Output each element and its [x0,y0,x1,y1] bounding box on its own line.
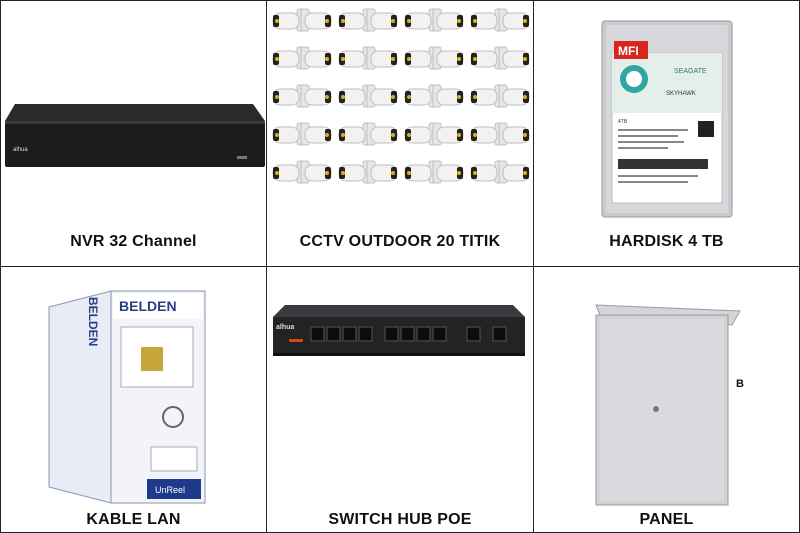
cctv-camera [498,122,530,146]
switch-port [466,326,481,342]
product-card-switch[interactable]: alhua SWITCH HUB POE [267,267,534,532]
cctv-camera [432,160,464,184]
cctv-camera [300,160,332,184]
product-card-panel[interactable]: B PANEL [534,267,799,532]
cctv-camera [470,122,504,146]
nvr-brand-text: alhua [13,147,28,153]
poe-switch-image: alhua [273,305,525,356]
switch-port [342,326,357,342]
cctv-camera [300,46,332,70]
switch-port [432,326,447,342]
cctv-camera [498,46,530,70]
cctv-camera-grid [272,8,530,184]
cctv-camera [498,84,530,108]
cctv-camera [432,46,464,70]
product-card-nvr[interactable]: alhua NVR 32 Channel [1,1,267,267]
product-label-nvr: NVR 32 Channel [70,233,197,250]
cctv-camera [498,8,530,32]
cctv-camera [338,122,372,146]
product-card-cctv[interactable]: CCTV OUTDOOR 20 TITIK [267,1,534,267]
hdd-capacity-text: 4TB [618,119,628,125]
cctv-camera [338,160,372,184]
cctv-camera [404,84,438,108]
switch-port [416,326,431,342]
cctv-camera [300,122,332,146]
cctv-camera [272,160,306,184]
cctv-camera [404,122,438,146]
switch-port [492,326,507,342]
cctv-camera [272,122,306,146]
cctv-camera [404,8,438,32]
cctv-camera [432,84,464,108]
switch-port [310,326,325,342]
cctv-camera [272,46,306,70]
cctv-camera [366,84,398,108]
product-label-switch: SWITCH HUB POE [328,511,472,528]
cctv-camera [470,84,504,108]
cctv-camera [300,84,332,108]
product-card-cable[interactable]: BELDEN BELDEN UnReel KABLE LAN [1,267,267,532]
cctv-camera [470,160,504,184]
cctv-camera [366,122,398,146]
product-label-cctv: CCTV OUTDOOR 20 TITIK [299,233,501,250]
product-label-cable: KABLE LAN [86,511,181,528]
cable-box-text: UnReel [155,485,185,495]
cable-side-text: BELDEN [86,297,100,346]
cctv-camera [432,8,464,32]
hdd-model-text: SKYHAWK [666,91,696,97]
switch-port [384,326,399,342]
cctv-camera [366,8,398,32]
switch-brand-text: alhua [276,324,294,331]
cctv-camera [272,84,306,108]
panel-mark-text: B [736,378,744,390]
product-label-hdd: HARDISK 4 TB [609,233,724,250]
cctv-camera [404,46,438,70]
cctv-camera [404,160,438,184]
cctv-camera [338,46,372,70]
cctv-camera [366,46,398,70]
cable-box-image: BELDEN BELDEN UnReel [48,290,206,504]
cctv-camera [498,160,530,184]
switch-port [358,326,373,342]
hdd-sticker-text: MFI [618,44,639,58]
cctv-camera [338,8,372,32]
hard-drive-image: MFI SEAGATE SKYHAWK 4TB [601,20,733,218]
cctv-camera [470,46,504,70]
cctv-camera [300,8,332,32]
product-card-hdd[interactable]: MFI SEAGATE SKYHAWK 4TB HARDISK 4 TB [534,1,799,267]
electrical-panel-image: B [595,304,744,506]
cctv-camera [470,8,504,32]
cctv-camera [432,122,464,146]
product-label-panel: PANEL [639,511,694,528]
cctv-camera [338,84,372,108]
switch-port [326,326,341,342]
cctv-camera [272,8,306,32]
cctv-camera [366,160,398,184]
hdd-brand-text: SEAGATE [674,68,707,75]
switch-port [400,326,415,342]
nvr-image: alhua [5,104,265,167]
cable-brand-text: BELDEN [119,298,177,314]
